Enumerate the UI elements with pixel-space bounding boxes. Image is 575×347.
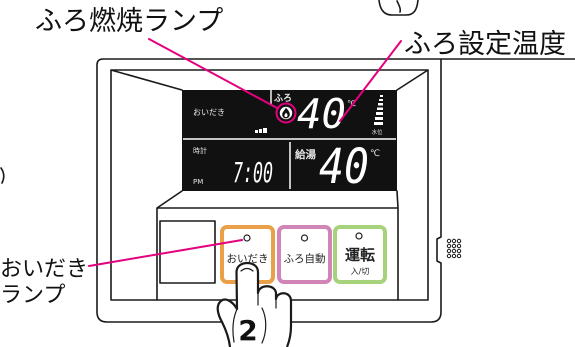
lcd-bath-label: ふろ xyxy=(274,93,292,104)
am-pm-indicator: PM xyxy=(193,178,203,186)
lcd-reheat-label: おいだき xyxy=(193,108,225,117)
callout-bath-burn-lamp: ふろ燃焼ランプ xyxy=(35,6,223,37)
lcd-display: おいだき ふろ 40 ℃ 水位 時計 PM 7:00 給湯 40 xyxy=(182,90,397,195)
bath-burn-lamp-highlight xyxy=(275,102,297,124)
clock-label: 時計 xyxy=(193,146,207,155)
step-number: 2 xyxy=(238,314,257,347)
bath-auto-button[interactable]: ふろ自動 xyxy=(277,225,332,284)
display-bezel xyxy=(110,69,429,301)
hot-water-temperature-unit: ℃ xyxy=(370,149,380,159)
lid-panel xyxy=(159,220,216,284)
hot-water-temperature: 40 xyxy=(319,139,369,195)
bath-auto-button-label: ふろ自動 xyxy=(284,252,326,265)
power-button-label: 運転 xyxy=(345,246,375,264)
body-outline xyxy=(96,58,575,323)
callout-bath-set-temperature: ふろ設定温度 xyxy=(404,29,566,60)
pointing-hand-icon: 2 xyxy=(216,261,293,347)
partial-mark-left xyxy=(0,167,5,184)
reheat-indicator-icon xyxy=(255,128,267,133)
callout-line-reheat-lamp xyxy=(88,239,243,267)
bath-set-temperature: 40 xyxy=(297,90,346,138)
bath-auto-button-frame[interactable] xyxy=(277,225,332,284)
bath-temperature-unit: ℃ xyxy=(347,99,356,108)
power-button-sublabel: 入/切 xyxy=(351,267,370,276)
speaker-grille-icon xyxy=(446,238,462,259)
hot-water-label: 給湯 xyxy=(295,148,316,161)
partial-figure-top xyxy=(378,0,419,16)
power-button-frame[interactable] xyxy=(333,225,387,284)
bath-auto-lamp xyxy=(300,234,309,242)
callout-reheat-lamp-line1: おいだき xyxy=(0,257,88,282)
reheat-lamp xyxy=(243,234,251,242)
power-lamp xyxy=(355,232,363,240)
flame-icon xyxy=(279,106,293,120)
callout-line-bath-burn-lamp xyxy=(148,38,279,110)
water-level-label: 水位 xyxy=(371,128,383,136)
callout-lines xyxy=(88,38,402,267)
water-level-meter-icon xyxy=(374,95,383,125)
reheat-button-label: おいだき xyxy=(227,253,269,265)
callout-reheat-lamp-line2: ランプ xyxy=(0,283,65,308)
power-button[interactable]: 運転 入/切 xyxy=(333,225,387,284)
clock-time: 7:00 xyxy=(233,156,273,189)
callout-line-bath-set-temperature xyxy=(339,40,402,122)
